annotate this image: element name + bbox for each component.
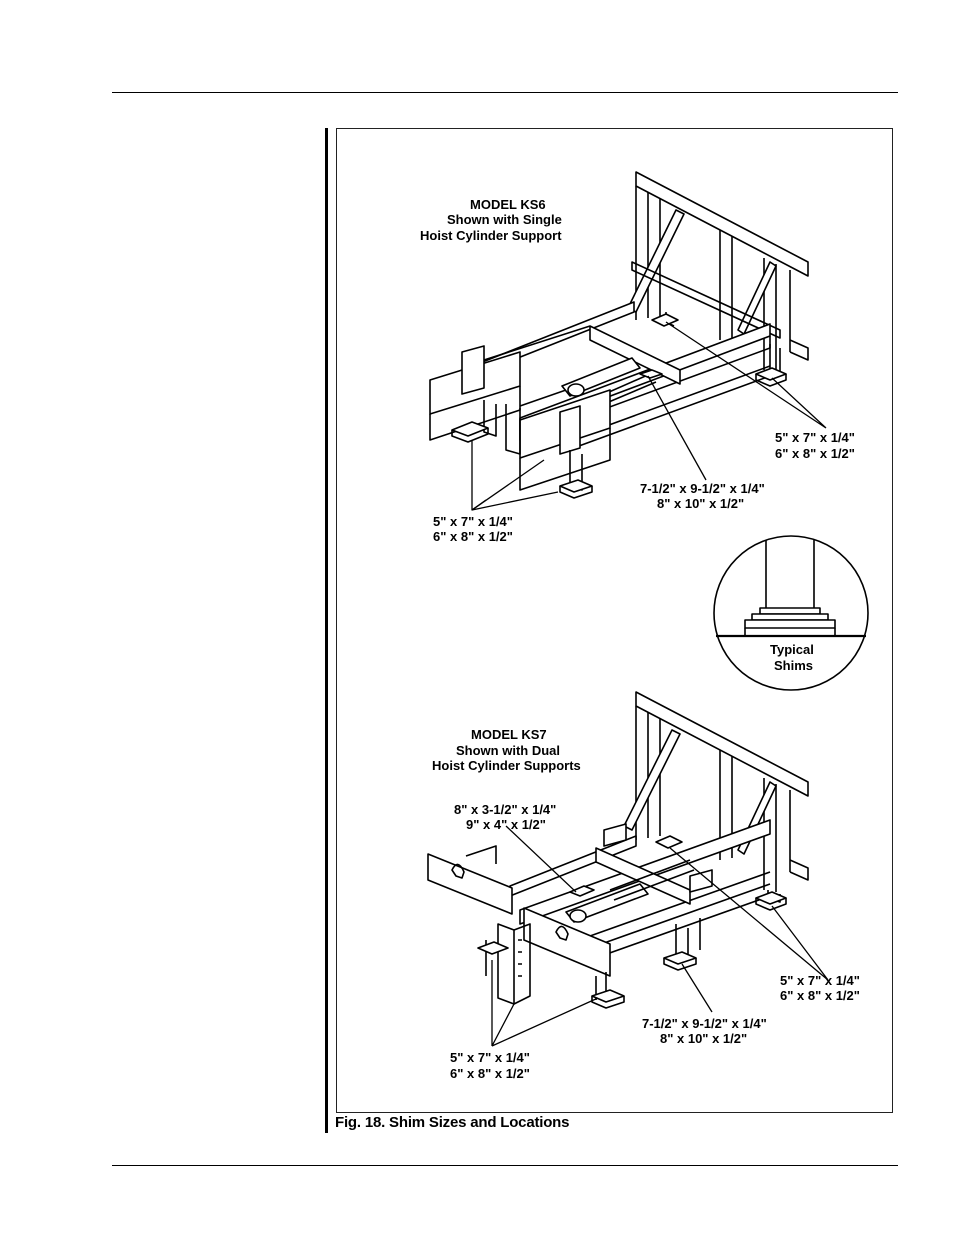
ks6-subtitle-line2: Hoist Cylinder Support [420, 228, 562, 243]
detail-label-line1: Typical [770, 642, 814, 657]
ks7-center-shim-size-1: 7-1/2" x 9-1/2" x 1/4" [642, 1016, 767, 1031]
header-rule [112, 92, 898, 93]
ks7-front-shim-size-1: 5" x 7" x 1/4" [450, 1050, 530, 1065]
detail-label-line2: Shims [774, 658, 814, 673]
ks7-cylinder-shim-size-2: 9" x 4" x 1/2" [466, 817, 546, 832]
typical-shims-detail [713, 535, 869, 691]
footer-rule [112, 1165, 898, 1166]
ks6-front-shim-size-1: 5" x 7" x 1/4" [433, 514, 513, 529]
ks6-center-shim-size-2: 8" x 10" x 1/2" [657, 496, 745, 511]
ks7-subtitle-line1: Shown with Dual [456, 743, 560, 758]
ks7-rear-shim-size-2: 6" x 8" x 1/2" [780, 988, 860, 1003]
margin-bar [325, 128, 328, 1133]
ks6-center-shim-size-1: 7-1/2" x 9-1/2" x 1/4" [640, 481, 765, 496]
ks6-rear-shim-size-2: 6" x 8" x 1/2" [775, 446, 855, 461]
ks7-frame-illustration [427, 691, 829, 1047]
figure-frame [336, 128, 893, 1113]
ks7-center-shim-size-2: 8" x 10" x 1/2" [660, 1031, 748, 1046]
ks6-front-shim-size-2: 6" x 8" x 1/2" [433, 529, 513, 544]
ks7-rear-shim-size-1: 5" x 7" x 1/4" [780, 973, 860, 988]
ks7-subtitle-line2: Hoist Cylinder Supports [432, 758, 581, 773]
ks7-front-shim-size-2: 6" x 8" x 1/2" [450, 1066, 530, 1081]
ks7-cylinder-shim-size-1: 8" x 3-1/2" x 1/4" [454, 802, 557, 817]
ks6-frame-illustration [429, 171, 827, 511]
ks6-rear-shim-size-1: 5" x 7" x 1/4" [775, 430, 855, 445]
ks6-subtitle-line1: Shown with Single [447, 212, 562, 227]
ks6-model-title: MODEL KS6 [470, 197, 546, 212]
ks7-model-title: MODEL KS7 [471, 727, 547, 742]
figure-caption: Fig. 18. Shim Sizes and Locations [335, 1114, 570, 1131]
